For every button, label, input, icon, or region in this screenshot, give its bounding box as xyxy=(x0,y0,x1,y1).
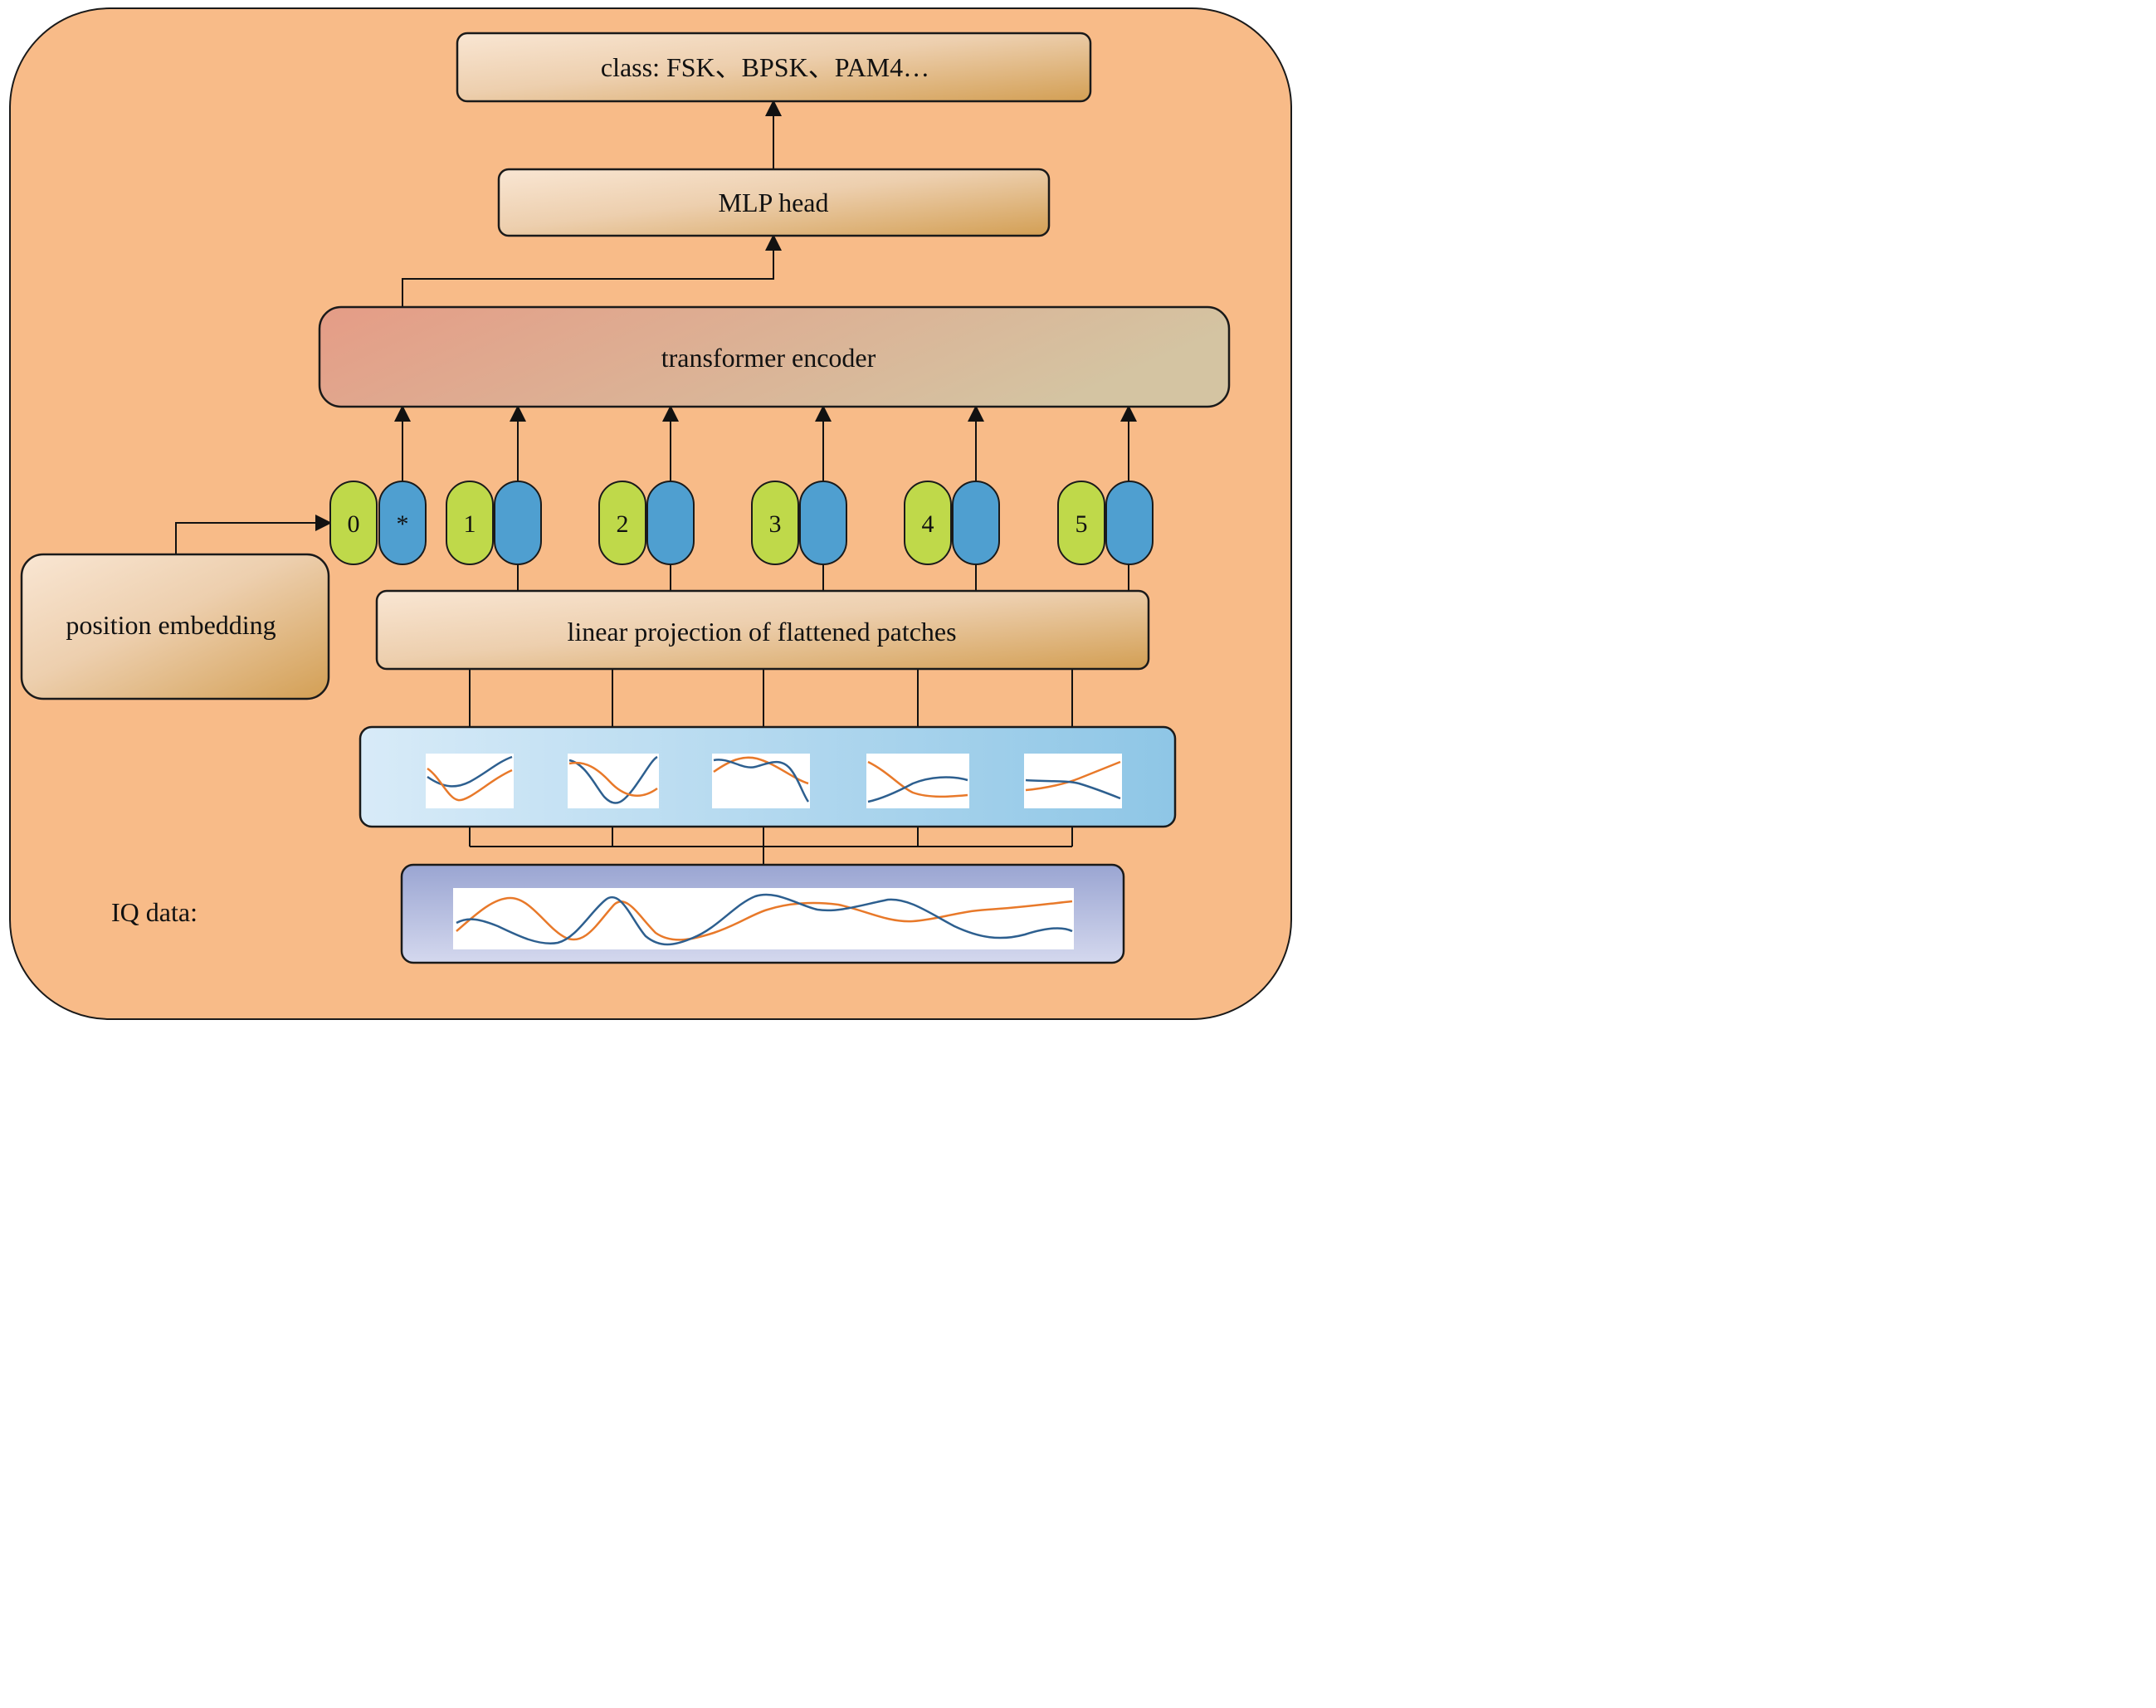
position-token-label: 5 xyxy=(1076,510,1088,538)
patch-2-signal-q xyxy=(568,755,658,804)
class-token-label: * xyxy=(397,510,409,538)
transformer-encoder-node: transformer encoder xyxy=(318,305,1231,408)
token-pair-0: 0 * xyxy=(329,481,427,565)
linear-projection-label: linear projection of flattened patches xyxy=(567,617,956,647)
position-token-label: 0 xyxy=(348,510,360,538)
patch-1-signal-i xyxy=(427,767,513,802)
patch-3 xyxy=(712,754,810,808)
position-token xyxy=(329,481,378,565)
embedding-token xyxy=(952,481,1000,565)
patch-2 xyxy=(568,754,659,808)
token-pair-2: 2 xyxy=(598,481,695,565)
patch-1 xyxy=(426,754,514,808)
mlp-head-node: MLP head xyxy=(497,168,1051,237)
iq-signal-q xyxy=(456,893,1073,946)
position-token-label: 4 xyxy=(922,510,934,538)
patch-4-signal-i xyxy=(867,760,968,798)
token-pair-1: 1 xyxy=(446,481,542,565)
patch-5-signal-i xyxy=(1025,760,1121,792)
patch-4 xyxy=(866,754,969,808)
position-token xyxy=(598,481,646,565)
position-token xyxy=(904,481,952,565)
transformer-encoder-label: transformer encoder xyxy=(661,343,876,373)
patch-5-signal-q xyxy=(1025,778,1121,800)
linear-projection-node: linear projection of flattened patches xyxy=(375,589,1150,671)
position-token xyxy=(1057,481,1105,565)
position-token-label: 3 xyxy=(769,510,782,538)
token-pair-4: 4 xyxy=(904,481,1000,565)
position-token-label: 1 xyxy=(464,510,476,538)
iq-data-label: IQ data: xyxy=(111,897,198,927)
position-token xyxy=(751,481,799,565)
position-token xyxy=(446,481,494,565)
position-embedding-label: position embedding xyxy=(66,610,276,640)
embedding-token xyxy=(494,481,542,565)
position-embedding-node: position embedding xyxy=(20,553,330,700)
token-pair-5: 5 xyxy=(1057,481,1154,565)
embedding-token xyxy=(799,481,847,565)
patch-4-signal-q xyxy=(867,776,968,803)
patch-3-signal-q xyxy=(713,759,810,803)
embedding-token xyxy=(378,481,427,565)
mlp-head-label: MLP head xyxy=(718,188,828,217)
iq-data-node xyxy=(400,863,1125,964)
iq-signal-i xyxy=(456,896,1073,941)
connectors xyxy=(175,100,1137,865)
patch-5 xyxy=(1024,754,1122,808)
output-class-label: class: FSK、BPSK、PAM4… xyxy=(601,52,929,82)
patch-2-signal-i xyxy=(568,761,658,797)
token-pair-3: 3 xyxy=(751,481,847,565)
vit-diagram: class: FSK、BPSK、PAM4… MLP head transform… xyxy=(9,7,1292,1020)
position-token-label: 2 xyxy=(617,510,629,538)
output-class-node: class: FSK、BPSK、PAM4… xyxy=(456,32,1092,103)
embedding-token xyxy=(646,481,695,565)
embedding-token xyxy=(1105,481,1154,565)
